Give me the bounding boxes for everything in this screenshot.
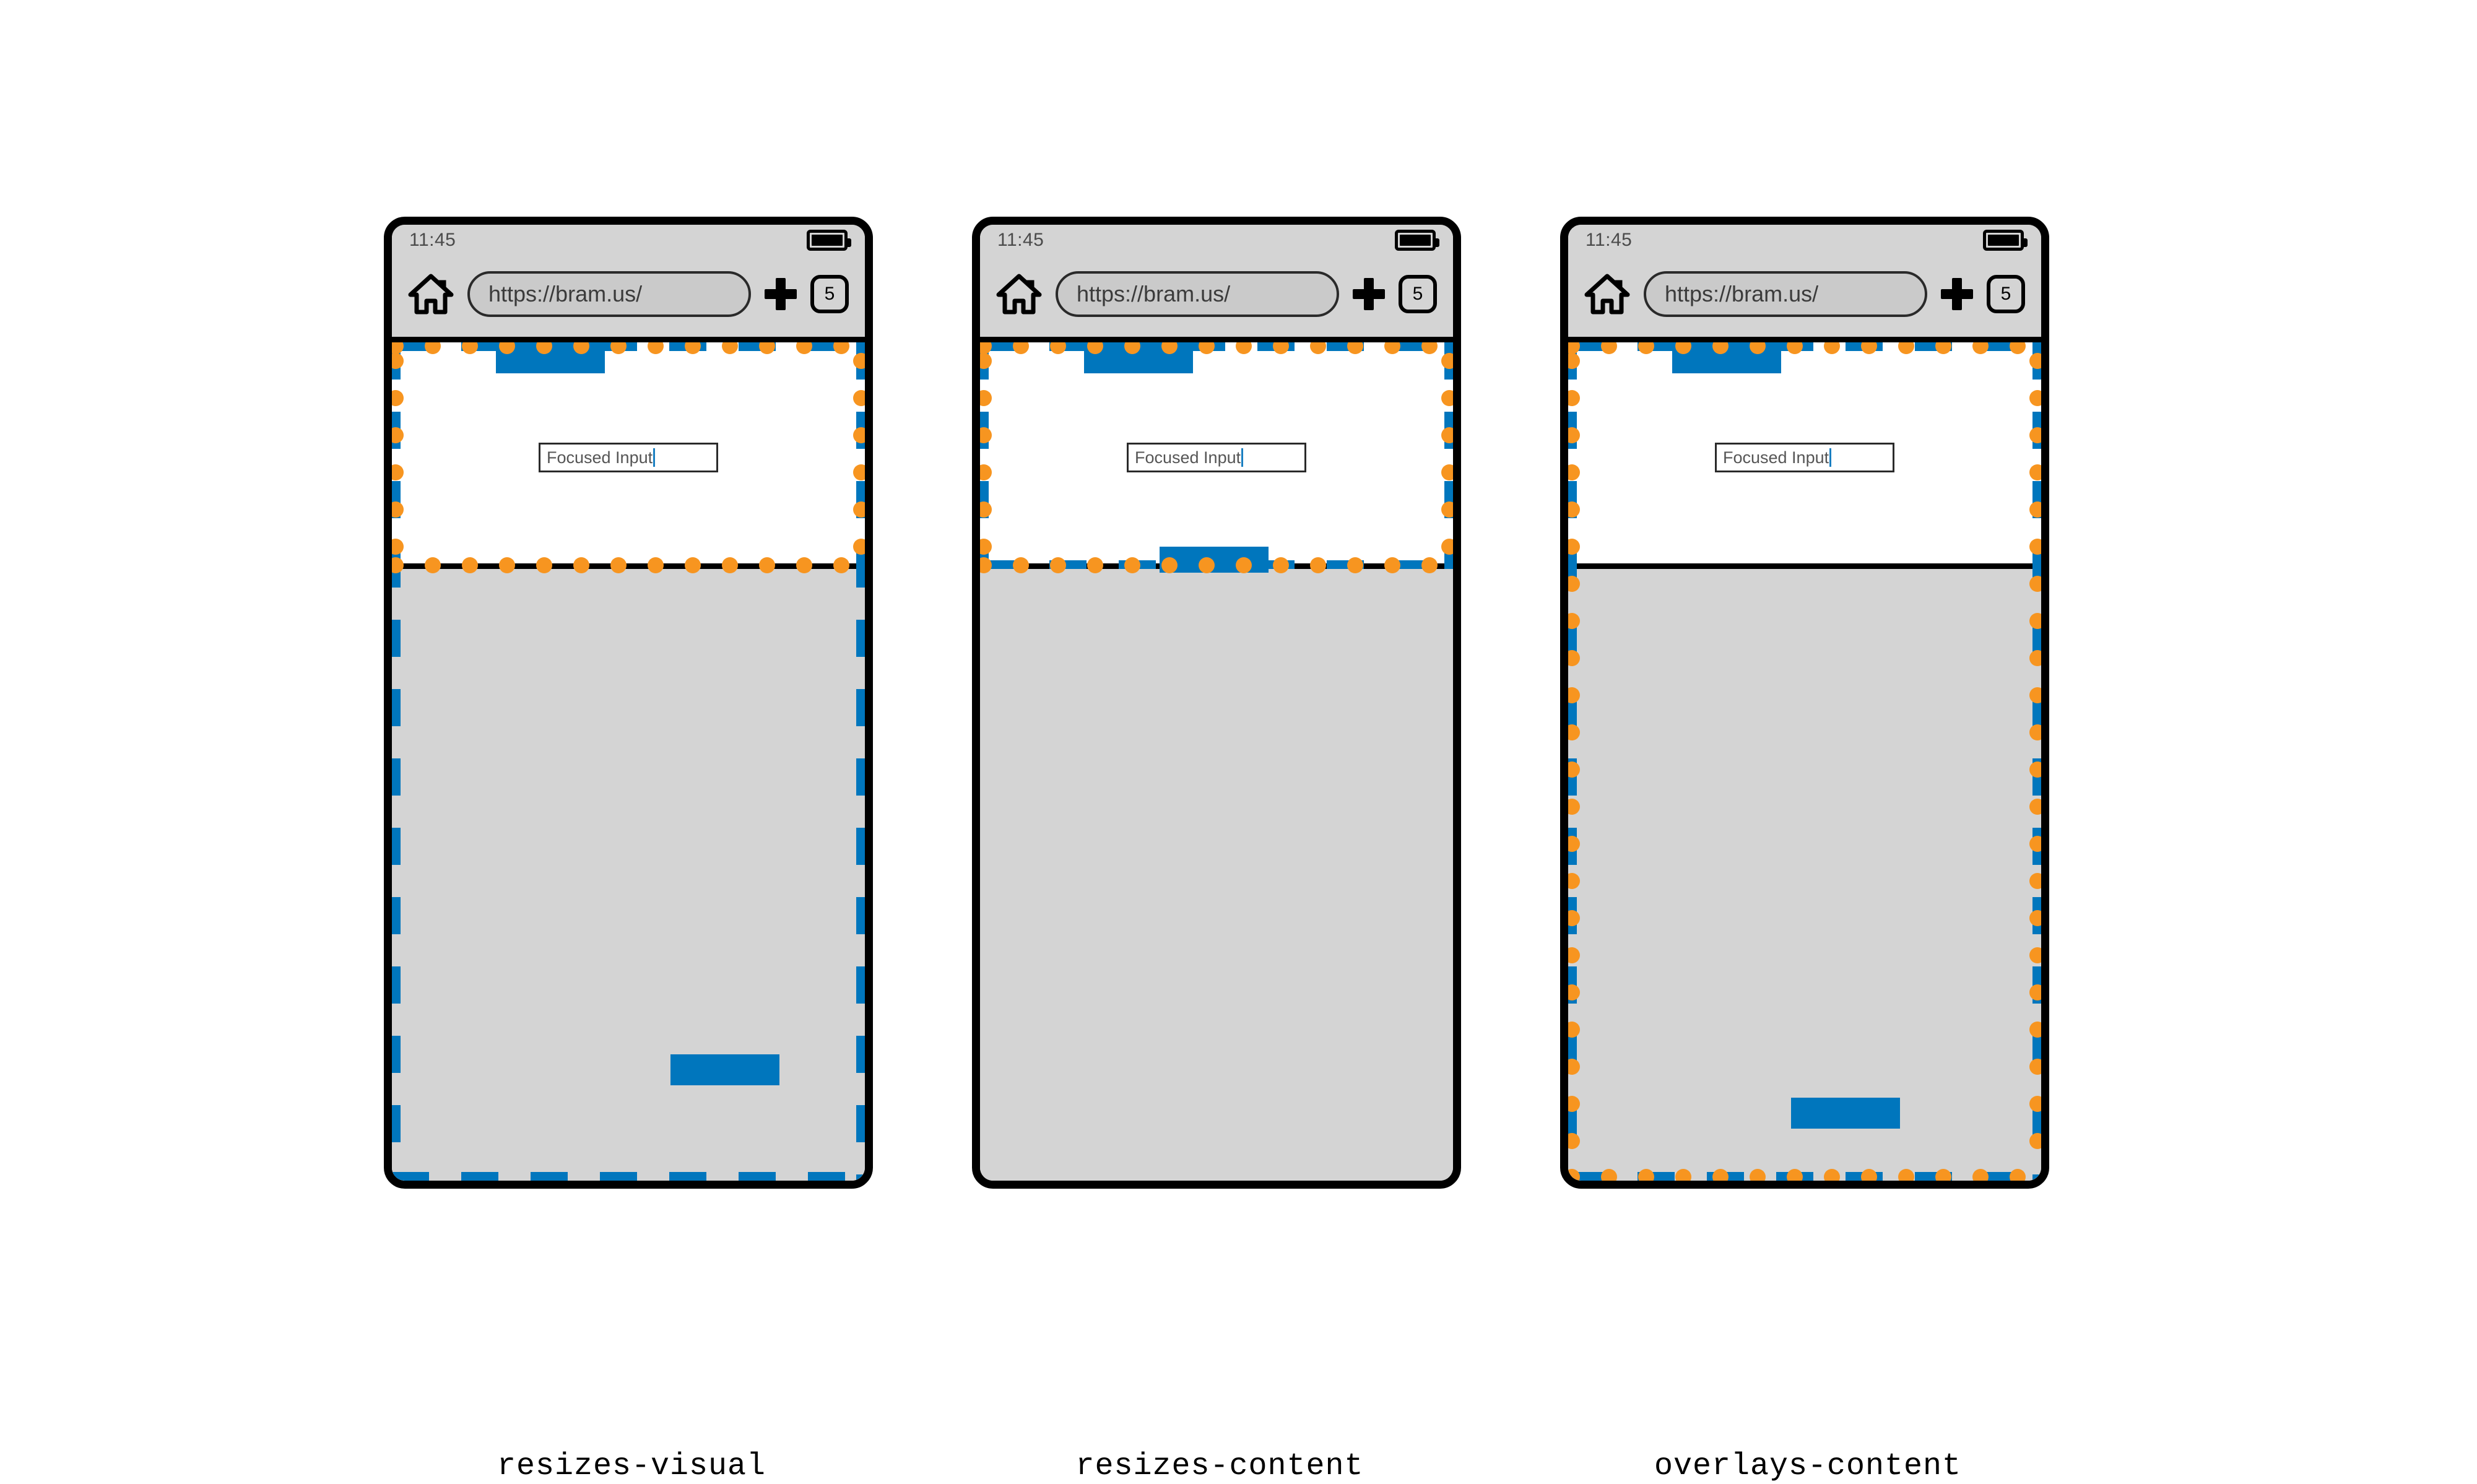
phone-caption-overlays-content: overlays-content [1654,1449,1962,1484]
battery-full-icon [1983,230,2028,251]
web-content-area: Focused Input [980,342,1453,569]
browser-toolbar: https://bram.us/ 5 [980,257,1453,331]
status-clock: 11:45 [409,230,456,250]
phone-caption-resizes-visual: resizes-visual [497,1449,766,1484]
tab-count-button[interactable]: 5 [1987,275,2025,313]
url-text: https://bram.us/ [488,281,643,306]
phone-mockup-resizes-visual: 11:45 https://bram.us/ 5 [384,217,879,1484]
virtual-keyboard-area [1568,569,2041,1181]
url-bar[interactable]: https://bram.us/ [1644,271,1927,317]
tab-count-button[interactable]: 5 [1399,275,1437,313]
battery-full-icon [1395,230,1439,251]
tab-count-button[interactable]: 5 [810,275,849,313]
plus-icon[interactable] [1941,278,1973,310]
browser-chrome: 11:45 https://bram.us/ 5 [392,225,865,342]
focused-input[interactable]: Focused Input [1127,443,1306,472]
virtual-keyboard-area [980,569,1453,1181]
focused-input[interactable]: Focused Input [539,443,718,472]
web-content-area: Focused Input [392,342,865,569]
phone-frame: 11:45 https://bram.us/ 5 [384,217,873,1189]
status-clock: 11:45 [997,230,1044,250]
diagram-stage: 11:45 https://bram.us/ 5 [384,217,2055,1484]
browser-toolbar: https://bram.us/ 5 [1568,257,2041,331]
url-text: https://bram.us/ [1077,281,1231,306]
phone-frame: 11:45 https://bram.us/ 5 [1560,217,2049,1189]
browser-chrome: 11:45 https://bram.us/ 5 [1568,225,2041,342]
focused-input-value: Focused Input [1135,448,1241,467]
status-bar: 11:45 [392,225,865,257]
phone-mockup-resizes-content: 11:45 https://bram.us/ 5 [972,217,1467,1484]
virtual-keyboard-area [392,569,865,1181]
url-bar[interactable]: https://bram.us/ [467,271,751,317]
text-caret [653,448,656,467]
phone-screen: Focused Input [392,338,865,1181]
browser-chrome: 11:45 https://bram.us/ 5 [980,225,1453,342]
status-clock: 11:45 [1586,230,1633,250]
battery-full-icon [807,230,851,251]
phone-screen: Focused Input [980,338,1453,1181]
browser-toolbar: https://bram.us/ 5 [392,257,865,331]
status-bar: 11:45 [980,225,1453,257]
phone-mockup-overlays-content: 11:45 https://bram.us/ 5 [1560,217,2055,1484]
text-caret [1829,448,1832,467]
home-icon[interactable] [1584,274,1630,315]
home-icon[interactable] [408,274,454,315]
focused-input-value: Focused Input [547,448,653,467]
status-bar: 11:45 [1568,225,2041,257]
text-caret [1241,448,1244,467]
plus-icon[interactable] [765,278,797,310]
url-text: https://bram.us/ [1665,281,1819,306]
plus-icon[interactable] [1353,278,1385,310]
focused-input[interactable]: Focused Input [1715,443,1894,472]
url-bar[interactable]: https://bram.us/ [1056,271,1339,317]
focused-input-value: Focused Input [1723,448,1829,467]
phone-caption-resizes-content: resizes-content [1075,1449,1364,1484]
web-content-area: Focused Input [1568,342,2041,569]
phone-frame: 11:45 https://bram.us/ 5 [972,217,1461,1189]
home-icon[interactable] [996,274,1042,315]
phone-screen: Focused Input [1568,338,2041,1181]
